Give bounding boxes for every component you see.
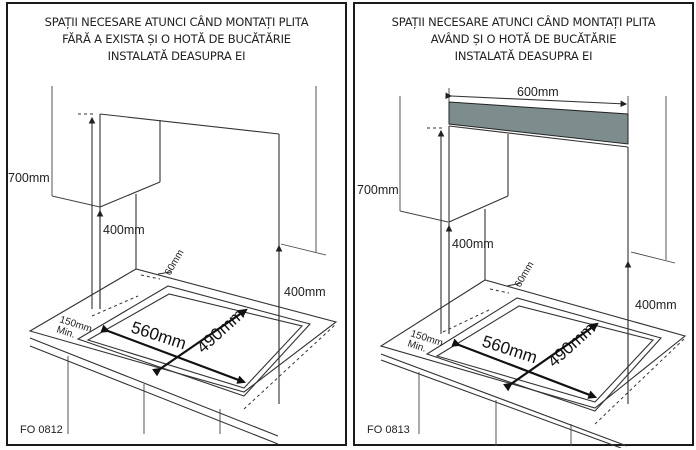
title-line-3: INSTALATĂ DEASUPRA EI — [107, 49, 246, 63]
dimension-490-arrow — [503, 322, 599, 392]
dimension-600-line — [445, 92, 628, 108]
right-wall-cabinet — [280, 86, 327, 256]
panel-title: SPAȚII NECESARE ATUNCI CÂND MONTAȚI PLIT… — [355, 14, 692, 65]
figure-code: FO 0813 — [367, 424, 410, 436]
left-wall-cabinet — [399, 96, 449, 223]
dimension-490-arrow — [152, 308, 248, 377]
dimension-400-right-label: 400mm — [284, 285, 326, 299]
dimension-700-label: 700mm — [357, 183, 399, 197]
right-wall-cabinet — [630, 96, 676, 264]
dimension-560-label: 560mm — [480, 332, 540, 368]
title-line-2: AVÂND ȘI O HOTĂ DE BUCĂTĂRIE — [430, 32, 617, 46]
title-line-2: FĂRĂ A EXISTA ȘI O HOTĂ DE BUCĂTĂRIE — [62, 32, 291, 46]
installation-drawing: 700mm 400mm 400mm 60mm 150mm Min. — [8, 86, 338, 445]
countertop — [28, 268, 338, 445]
dimension-700-label: 700mm — [8, 171, 50, 185]
installation-drawing: 600mm 700mm 400mm 400mm — [357, 85, 687, 448]
left-wall-cabinet — [51, 86, 101, 208]
panel-title: SPAȚII NECESARE ATUNCI CÂND MONTAȚI PLIT… — [8, 14, 345, 65]
dimension-400-right-label: 400mm — [635, 298, 677, 312]
dimension-490-label: 490mm — [193, 305, 248, 357]
dimension-60-ext — [489, 288, 510, 294]
title-line-3: INSTALATĂ DEASUPRA EI — [454, 49, 593, 63]
figure-code: FO 0812 — [20, 424, 63, 436]
dimension-600-label: 600mm — [517, 85, 559, 99]
hood-bottom-edge — [448, 125, 629, 148]
dimension-60-label: 60mm — [163, 248, 186, 278]
panel-without-hood: SPAȚII NECESARE ATUNCI CÂND MONTAȚI PLIT… — [6, 2, 347, 446]
dimension-60-tick — [157, 271, 172, 275]
dimension-60-label: 60mm — [513, 260, 536, 290]
dimension-60-tick — [506, 282, 522, 287]
title-line-1: SPAȚII NECESARE ATUNCI CÂND MONTAȚI PLIT… — [44, 15, 309, 29]
dimension-400-left-label: 400mm — [452, 237, 494, 251]
dimension-60-ext — [140, 274, 161, 280]
dimension-490-label: 490mm — [544, 319, 599, 371]
title-line-1: SPAȚII NECESARE ATUNCI CÂND MONTAȚI PLIT… — [391, 15, 656, 29]
dimension-400-left-label: 400mm — [103, 223, 145, 237]
kitchen-hood — [448, 101, 629, 145]
panel-with-hood: SPAȚII NECESARE ATUNCI CÂND MONTAȚI PLIT… — [353, 2, 694, 448]
dimension-560-label: 560mm — [129, 318, 189, 354]
